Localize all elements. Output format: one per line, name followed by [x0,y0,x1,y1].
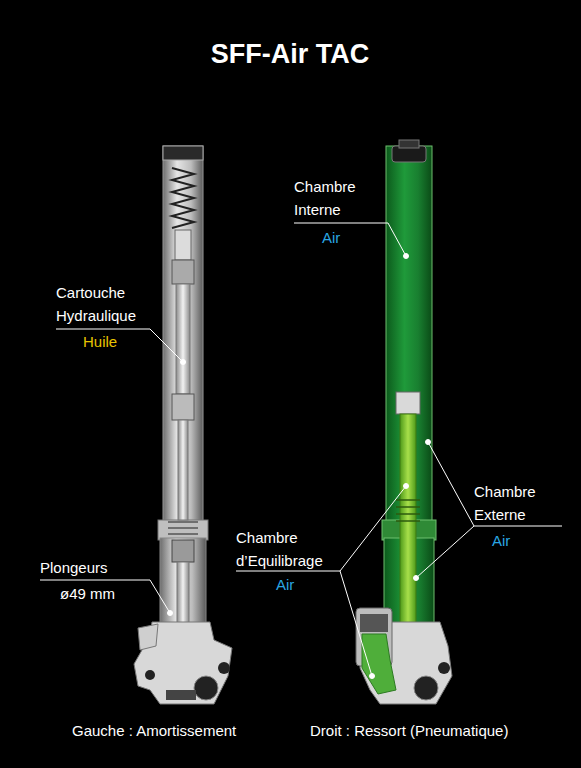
part-label: Plongeurs [40,556,108,579]
part-label: ø49 mm [60,582,115,605]
part-label: Chambre d’Equilibrage [236,526,346,572]
part-label: Chambre Interne [294,175,384,221]
diagram-title: SFF-Air TAC [211,38,369,70]
medium-label: Air [322,226,340,249]
medium-label: Air [492,529,510,552]
part-label: Chambre Externe [474,480,574,526]
part-label: Cartouche Hydraulique [56,281,166,327]
medium-label: Air [276,573,294,596]
caption-label: Gauche : Amortissement [72,719,236,742]
medium-label: Huile [83,330,117,353]
caption-label: Droit : Ressort (Pneumatique) [310,719,508,742]
